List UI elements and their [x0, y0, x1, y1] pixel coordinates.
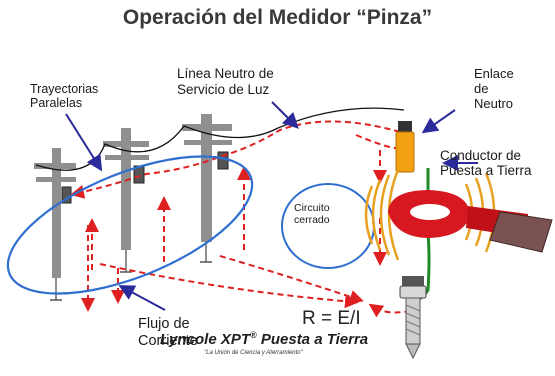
- neutral-link: [395, 121, 415, 173]
- diagram-title: Operación del Medidor “Pinza”: [122, 6, 433, 29]
- utility-pole-1: [34, 148, 76, 301]
- equation: R = E/I: [302, 308, 361, 329]
- ground-electrode: [399, 276, 427, 360]
- utility-pole-2: [103, 128, 149, 273]
- label-ground-conductor: Conductor de Puesta a Tierra: [440, 148, 532, 178]
- parallel-paths-ellipse: [6, 155, 254, 295]
- utility-pole-3: [182, 114, 232, 263]
- label-parallel-paths: Trayectorias Paralelas: [30, 82, 99, 110]
- clamp-meter: [388, 190, 553, 253]
- pointer-arrows: [65, 101, 478, 311]
- label-current-flow: Flujo de Corriente: [138, 316, 198, 349]
- brand-tagline: "La Unión de Ciencia y Aterramiento": [204, 350, 303, 356]
- label-neutral-link: Enlace de Neutro: [474, 66, 514, 111]
- brand-name: Lyncole XPT® Puesta a Tierra: [160, 330, 369, 348]
- label-closed-circuit: Circuito cerrado: [294, 202, 330, 226]
- closed-circuit-ellipse: [281, 183, 375, 269]
- current-flow-paths: [70, 120, 421, 318]
- label-neutral-line: Línea Neutro de Servicio de Luz: [177, 66, 274, 97]
